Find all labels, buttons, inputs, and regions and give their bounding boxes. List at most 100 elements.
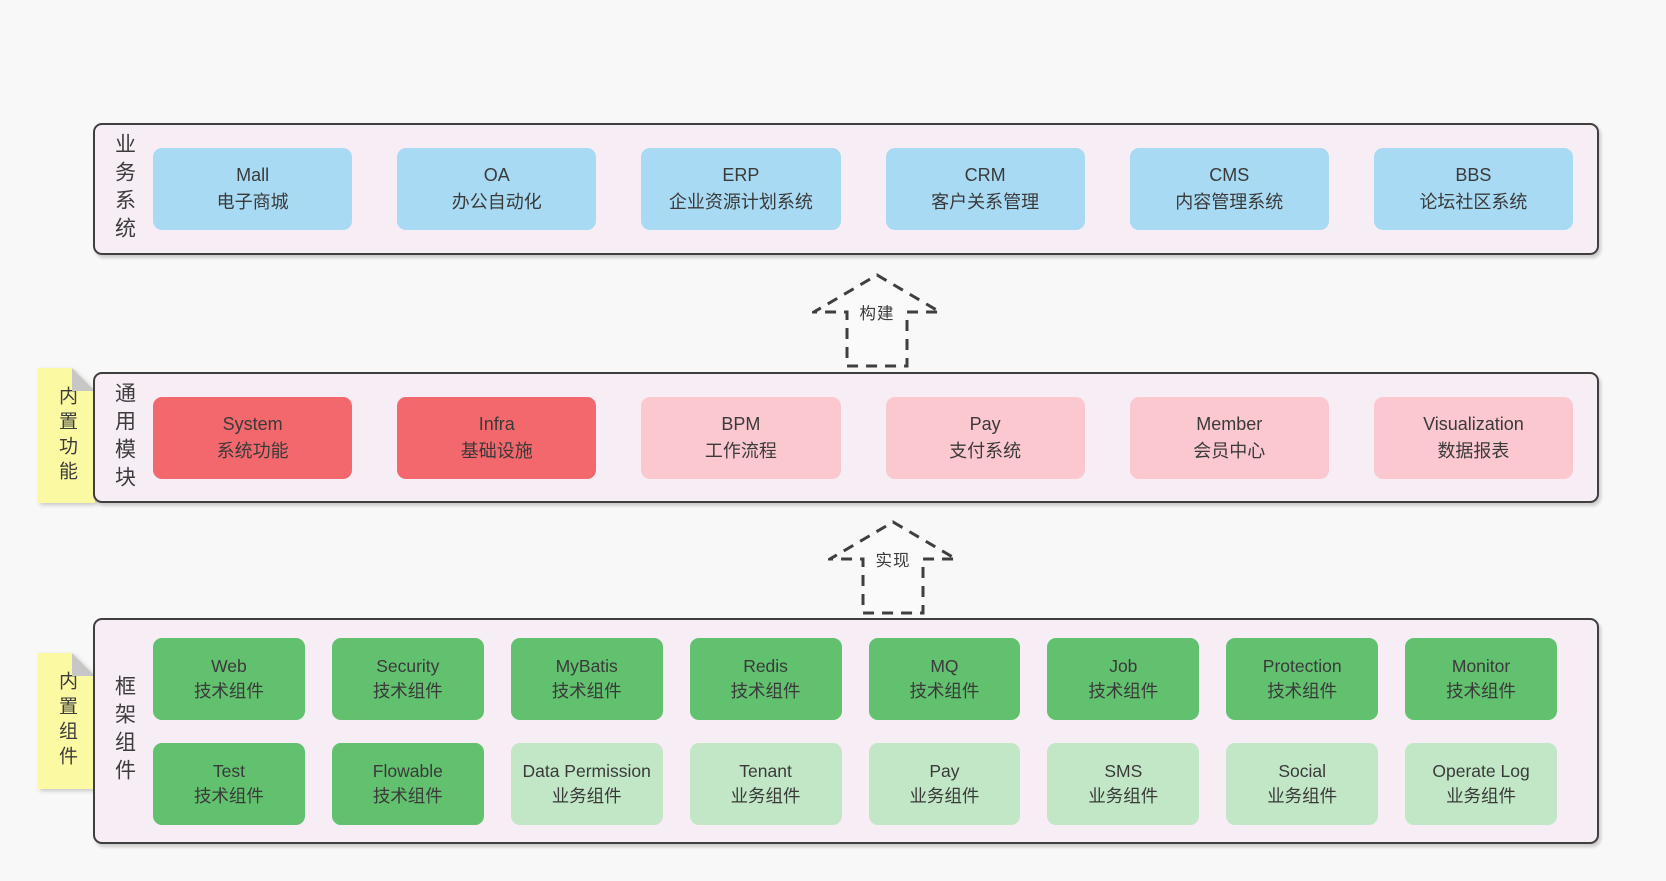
sticky-note-text: 内置组件 [56, 671, 77, 771]
card-member: Member 会员中心 [1129, 396, 1329, 479]
card-subtitle: 业务组件 [1267, 785, 1338, 806]
card-title: Test [212, 760, 245, 781]
card-title: MyBatis [555, 655, 618, 676]
card-title: Web [211, 655, 247, 676]
card-title: CMS [1209, 165, 1250, 185]
sticky-note-builtin-components: 内置组件 [38, 653, 95, 789]
card-title: ERP [722, 165, 760, 185]
card-subtitle: 论坛社区系统 [1419, 192, 1528, 212]
card-title: Visualization [1423, 413, 1524, 434]
card-subtitle: 技术组件 [1267, 680, 1338, 701]
card-erp: ERP 企业资源计划系统 [641, 148, 841, 230]
band-label-framework-components: 框架组件 [95, 620, 153, 842]
note-fold-icon [72, 368, 95, 391]
card-bpm: BPM 工作流程 [641, 396, 841, 479]
card-subtitle: 企业资源计划系统 [668, 192, 813, 212]
card-subtitle: 技术组件 [1088, 680, 1159, 701]
card-redis: Redis 技术组件 [689, 637, 842, 720]
card-flowable: Flowable 技术组件 [331, 742, 484, 825]
card-title: Monitor [1451, 655, 1511, 676]
card-subtitle: 技术组件 [193, 785, 264, 806]
card-protection: Protection 技术组件 [1226, 637, 1379, 720]
band-label-text: 通用模块 [112, 381, 136, 494]
card-title: BPM [721, 413, 761, 434]
card-subtitle: 电子商城 [216, 192, 289, 212]
build-arrow: 构建 [812, 273, 942, 368]
card-title: BBS [1455, 165, 1492, 185]
card-mall: Mall 电子商城 [153, 148, 353, 230]
band-label-common-modules: 通用模块 [95, 374, 153, 501]
card-subtitle: 技术组件 [1446, 680, 1517, 701]
card-title: Tenant [739, 760, 792, 781]
note-fold-icon [72, 653, 95, 676]
card-subtitle: 业务组件 [1088, 785, 1159, 806]
card-mybatis: MyBatis 技术组件 [510, 637, 663, 720]
card-subtitle: 技术组件 [372, 680, 443, 701]
card-infra: Infra 基础设施 [397, 396, 597, 479]
card-subtitle: 技术组件 [551, 680, 622, 701]
card-social: Social 业务组件 [1226, 742, 1379, 825]
card-crm: CRM 客户关系管理 [885, 148, 1085, 230]
card-title: Protection [1262, 655, 1342, 676]
card-security: Security 技术组件 [331, 637, 484, 720]
card-visualization: Visualization 数据报表 [1373, 396, 1574, 479]
sticky-note-body: 内置功能 [38, 368, 95, 503]
card-title: Pay [969, 413, 1001, 434]
card-title: Flowable [372, 760, 443, 781]
card-title: System [222, 413, 283, 434]
card-subtitle: 技术组件 [730, 680, 801, 701]
card-title: MQ [930, 655, 959, 676]
card-title: Data Permission [522, 760, 651, 781]
card-subtitle: 业务组件 [1446, 785, 1517, 806]
band-business-systems: 业务系统 Mall 电子商城 OA 办公自动化 ERP 企业资源计划系统 CRM… [93, 123, 1599, 255]
card-pay-module: Pay 支付系统 [885, 396, 1085, 479]
card-title: CRM [964, 165, 1006, 185]
sticky-note-text: 内置功能 [56, 385, 77, 486]
card-system: System 系统功能 [153, 396, 353, 479]
band-framework-components: 框架组件 Web 技术组件 Security 技术组件 MyBatis 技术组件… [93, 618, 1599, 844]
card-subtitle: 技术组件 [372, 785, 443, 806]
card-subtitle: 技术组件 [193, 680, 264, 701]
card-title: Pay [929, 760, 960, 781]
card-subtitle: 基础设施 [460, 440, 533, 461]
band-label-text: 业务系统 [112, 133, 136, 245]
card-title: OA [483, 165, 510, 185]
card-data-permission: Data Permission 业务组件 [510, 742, 663, 825]
card-test: Test 技术组件 [153, 742, 305, 825]
business-systems-cells: Mall 电子商城 OA 办公自动化 ERP 企业资源计划系统 CRM 客户关系… [153, 125, 1597, 253]
build-arrow-label: 构建 [857, 300, 897, 324]
card-title: Social [1278, 760, 1327, 781]
card-monitor: Monitor 技术组件 [1405, 637, 1557, 720]
card-bbs: BBS 论坛社区系统 [1373, 148, 1574, 230]
band-label-business-systems: 业务系统 [95, 125, 153, 253]
card-title: Redis [743, 655, 788, 676]
implement-arrow: 实现 [828, 520, 958, 615]
card-sms: SMS 业务组件 [1047, 742, 1200, 825]
card-subtitle: 业务组件 [730, 785, 801, 806]
card-title: Mall [236, 165, 270, 185]
card-subtitle: 内容管理系统 [1175, 192, 1284, 212]
card-subtitle: 业务组件 [551, 785, 622, 806]
card-subtitle: 业务组件 [909, 785, 980, 806]
card-title: Operate Log [1432, 760, 1530, 781]
card-title: Job [1109, 655, 1138, 676]
card-title: Member [1196, 413, 1263, 434]
card-cms: CMS 内容管理系统 [1129, 148, 1329, 230]
card-oa: OA 办公自动化 [397, 148, 597, 230]
card-web: Web 技术组件 [153, 637, 305, 720]
card-title: SMS [1104, 760, 1143, 781]
card-subtitle: 办公自动化 [451, 192, 542, 212]
card-title: Security [376, 655, 440, 676]
card-subtitle: 工作流程 [704, 440, 777, 461]
card-pay-component: Pay 业务组件 [868, 742, 1021, 825]
band-label-text: 框架组件 [112, 675, 136, 787]
card-job: Job 技术组件 [1047, 637, 1200, 720]
card-subtitle: 技术组件 [909, 680, 980, 701]
implement-arrow-label: 实现 [873, 547, 913, 571]
common-modules-cells: System 系统功能 Infra 基础设施 BPM 工作流程 Pay 支付系统… [153, 374, 1597, 501]
card-mq: MQ 技术组件 [868, 637, 1021, 720]
card-tenant: Tenant 业务组件 [689, 742, 842, 825]
card-title: Infra [478, 413, 515, 434]
card-subtitle: 支付系统 [949, 440, 1022, 461]
